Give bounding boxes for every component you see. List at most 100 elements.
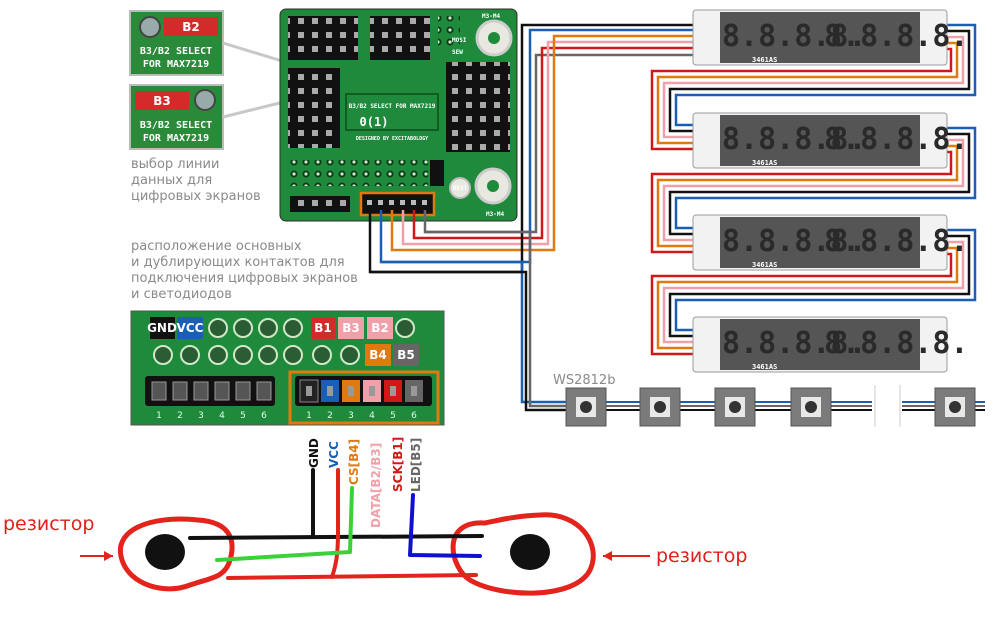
display-module: 8.8.8.8. 8.8.8.8. 3461AS (692, 9, 969, 66)
display-digits-left: 8.8.8.8. (722, 224, 867, 259)
board-m3m4-bot: M3-M4 (486, 211, 504, 218)
caption-select-line1: выбор линии (131, 157, 219, 172)
vcc-badge-text: VCC (177, 321, 204, 335)
ws2812b-led-icon (790, 387, 832, 427)
display-digits-left: 8.8.8.8. (722, 326, 867, 361)
b4-badge-text: B4 (369, 348, 387, 362)
caption-select: выбор линии данных для цифровых экранов (131, 157, 261, 204)
pin-number: 2 (327, 411, 333, 421)
b1-badge-text: B1 (314, 321, 332, 335)
caption-layout-line4: и светодиодов (131, 287, 232, 302)
arrow-head-icon (603, 551, 612, 561)
b2-header-badge-text: B2 (371, 321, 389, 335)
shield-board: B3/B2 SELECT FOR MAX7219 0(1) DESIGNED B… (279, 8, 518, 222)
ws2812b-label: WS2812b (553, 373, 615, 388)
board-sew: SEW (452, 49, 463, 56)
pin-number: 3 (348, 411, 354, 421)
right-resistor-outline (450, 512, 596, 596)
gnd-badge-text: GND (147, 321, 177, 335)
resistor-annotation-left: резистор (3, 513, 113, 561)
board-select-text: B3/B2 SELECT FOR MAX7219 (349, 103, 436, 110)
wire-label-sck: SCK[B1] (391, 437, 405, 492)
b2-select-zoom: B2 B3/B2 SELECT FOR MAX7219 (129, 10, 224, 76)
b3-select-line2: FOR MAX7219 (143, 133, 209, 144)
wire-label-vcc: VCC (327, 441, 341, 468)
right-resistor-hole (510, 534, 550, 570)
b2-header-badge (367, 317, 393, 339)
pin-number: 6 (411, 411, 417, 421)
caption-layout: расположение основных и дублирующих конт… (131, 239, 358, 302)
ws2812b-led-icon (714, 387, 756, 427)
pin-number: 4 (219, 411, 225, 421)
b3-select-line1: B3/B2 SELECT (140, 120, 212, 131)
pin-number: 1 (306, 411, 312, 421)
caption-select-line2: данных для (131, 173, 212, 188)
arrow-head-icon (104, 551, 113, 561)
display-module: 8.8.8.8. 8.8.8.8. 3461AS (692, 214, 969, 271)
b3-select-zoom: B3 B3/B2 SELECT FOR MAX7219 (129, 84, 224, 150)
module-code: 3461AS (752, 261, 777, 269)
shield-to-display-wires (368, 23, 700, 412)
wire-label-led: LED[B5] (409, 438, 423, 492)
caption-layout-line1: расположение основных (131, 239, 302, 254)
b5-badge-text: B5 (397, 348, 415, 362)
b3-header-badge (338, 317, 364, 339)
led-strip-wires (565, 401, 985, 411)
resistor-annotation-right: резистор (603, 545, 747, 567)
display-digits-right: 8.8.8.8. (824, 326, 969, 361)
ws2812b-led-icon (934, 387, 976, 427)
module-code: 3461AS (752, 363, 777, 371)
resistor-label-right: резистор (656, 545, 747, 567)
pin-number: 4 (369, 411, 375, 421)
caption-layout-line3: подключения цифровых экранов (131, 271, 358, 286)
ws2812b-led-icon (565, 387, 607, 427)
pin-number: 6 (261, 411, 267, 421)
display-digits-left: 8.8.8.8. (722, 122, 867, 157)
strip-gap (872, 385, 902, 427)
jumper-pad-icon (139, 16, 161, 38)
display-digits-right: 8.8.8.8. (824, 122, 969, 157)
resistor-label-left: резистор (3, 513, 94, 535)
wire-label-cs: CS[B4] (347, 439, 361, 485)
pin-number: 2 (177, 411, 183, 421)
display-module: 8.8.8.8. 8.8.8.8. 3461AS (692, 112, 969, 169)
b2-badge (164, 17, 218, 36)
jumper-pad-icon (194, 89, 216, 111)
b3-header-badge-text: B3 (342, 321, 360, 335)
vcc-badge (177, 317, 203, 339)
wire-labels: GND VCC CS[B4] DATA[B2/B3] SCK[B1] LED[B… (307, 437, 423, 528)
left-resistor-outline (117, 516, 235, 592)
board-rest: REST (453, 185, 468, 192)
display-digits-right: 8.8.8.8. (824, 224, 969, 259)
led-sketch-wire (408, 493, 482, 558)
b5-badge (393, 344, 419, 366)
left-resistor-hole (145, 534, 185, 570)
b2-select-line2: FOR MAX7219 (143, 59, 209, 70)
resistor-sketch (117, 468, 596, 596)
b2-badge-text: B2 (182, 20, 200, 34)
board-mosi: MOSI (452, 37, 467, 44)
wire-label-data: DATA[B2/B3] (369, 443, 383, 528)
display-digits-right: 8.8.8.8. (824, 19, 969, 54)
caption-layout-line2: и дублирующих контактов для (131, 255, 345, 270)
ws2812b-led-icon (639, 387, 681, 427)
b1-badge (311, 317, 335, 339)
gnd-badge (150, 317, 175, 339)
b2-select-line1: B3/B2 SELECT (140, 46, 212, 57)
module-code: 3461AS (752, 159, 777, 167)
module-code: 3461AS (752, 56, 777, 64)
vcc-sketch-wire (226, 573, 478, 580)
header-closeup: GND VCC B1 B3 B2 B4 B5 1 2 (130, 310, 445, 426)
board-code: 0(1) (360, 115, 389, 129)
display-digits-left: 8.8.8.8. (722, 19, 867, 54)
board-maker: DESIGNED BY EXCITABOLOGY (356, 136, 428, 142)
b4-badge (365, 344, 391, 366)
pin-number: 5 (240, 411, 246, 421)
b3-badge-text: B3 (153, 94, 171, 108)
pin-number: 1 (156, 411, 162, 421)
display-header-highlight (288, 370, 440, 425)
display-header-highlight (359, 191, 436, 217)
caption-select-line3: цифровых экранов (131, 189, 261, 204)
pin-number: 5 (390, 411, 396, 421)
